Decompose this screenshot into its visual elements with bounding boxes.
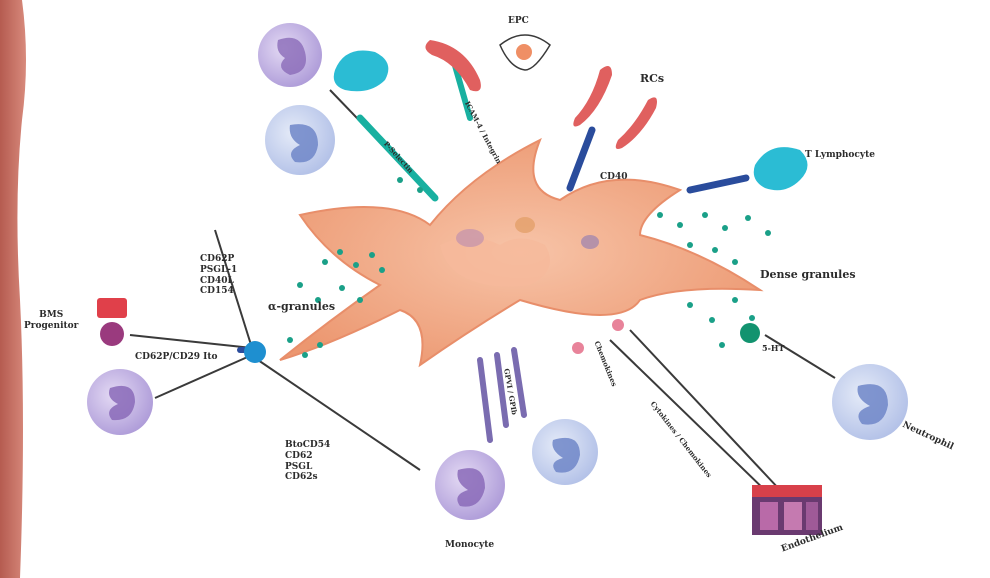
receptor-node-icon — [740, 323, 760, 343]
label-t-lymphocyte: T Lymphocyte — [805, 150, 875, 161]
label-cd40: CD40 — [600, 172, 628, 183]
stack-item: CD40L — [200, 276, 237, 287]
progenitor-icon — [97, 298, 127, 346]
granule-icon — [612, 319, 624, 331]
platelet-icon — [280, 140, 760, 365]
label-neutrophil-mediator: 5-HT — [762, 344, 784, 354]
endothelium-icon — [752, 485, 822, 535]
stack-item: CD154 — [200, 286, 237, 297]
stack-item: CD62P — [200, 254, 237, 265]
label-a-granules: α-granules — [268, 300, 335, 313]
stack-item: Progenitor — [24, 321, 78, 332]
stack-item: CD62 — [285, 451, 330, 462]
granule-icon — [572, 342, 584, 354]
stack-item: PSGL-1 — [200, 265, 237, 276]
stack-item: BtoCD54 — [285, 440, 330, 451]
label-bottom-receptor-stack: BtoCD54 CD62 PSGL CD62s — [285, 440, 330, 483]
label-rbc: RCs — [640, 72, 664, 85]
label-monocyte: Monocyte — [445, 540, 494, 551]
stack-item: PSGL — [285, 462, 330, 473]
stack-item: CD62s — [285, 472, 330, 483]
label-epc: EPC — [508, 16, 529, 27]
label-dense-granules: Dense granules — [760, 268, 856, 281]
label-bm-progenitor: BMS Progenitor — [24, 310, 78, 332]
label-left-receptor-stack: CD62P PSGL-1 CD40L CD154 — [200, 254, 237, 297]
receptor-node-icon — [244, 341, 266, 363]
label-cd62p-cd29: CD62P/CD29 Ito — [135, 352, 218, 363]
tissue-edge — [0, 0, 26, 578]
epc-icon — [500, 35, 550, 70]
stack-item: BMS — [24, 310, 78, 321]
